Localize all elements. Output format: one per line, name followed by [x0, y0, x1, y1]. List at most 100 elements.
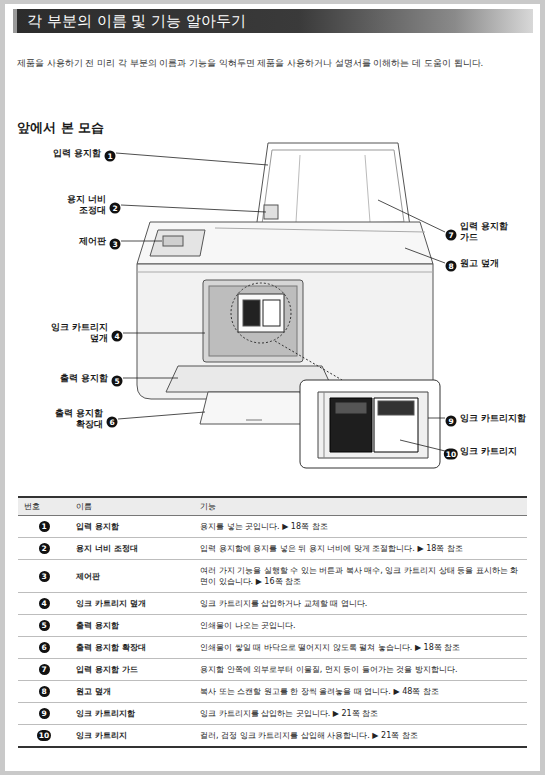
callout-number: 7 [39, 664, 50, 675]
table-cell: 8 [18, 681, 70, 703]
table-row: 7입력 용지함 가드용지함 안쪽에 외부로부터 이물질, 먼지 등이 들어가는 … [18, 659, 527, 681]
table-text: 용지 너비 조정대 [76, 544, 138, 553]
cartridge-carriage [238, 294, 284, 332]
table-cell: 10 [18, 725, 70, 748]
output-tray-extension [200, 392, 308, 424]
original-cover [137, 222, 433, 264]
printer-body [137, 264, 433, 399]
table-cell: 잉크 카트리지 덮개 [70, 593, 194, 615]
table-text: 제어판 [76, 572, 100, 581]
table-cell: 잉크 카트리지함 [70, 703, 194, 725]
callout-number: 2 [39, 543, 50, 554]
callout-number: 8 [39, 686, 50, 697]
callout-number: 6 [107, 410, 118, 429]
table-text: 용지함 안쪽에 외부로부터 이물질, 먼지 등이 들어가는 것을 방지합니다. [200, 665, 457, 674]
table-text: 입력 용지함에 용지를 넣은 뒤 용지 너비에 맞게 조절합니다. ▶ 18쪽 … [200, 544, 463, 553]
part-name: 원고 덮개 [460, 258, 499, 269]
table-cell: 잉크 카트리지를 삽입하거나 교체할 때 엽니다. [194, 593, 527, 615]
part-name: 입력 용지함 [53, 148, 101, 159]
table-text: 용지를 넣는 곳입니다. ▶ 18쪽 참조 [200, 522, 328, 531]
table-text: 입력 용지함 [76, 522, 119, 531]
table-text: 잉크 카트리지 [76, 731, 127, 740]
parts-table: 번호 이름 기능 1 입력 용지함 용지를 넣는 곳입니다. ▶ 18쪽 참조 2 용지 너비… [18, 496, 527, 748]
table-cell: 출력 용지함 [70, 615, 194, 637]
table-cell: 7 [18, 659, 70, 681]
table-row: 8 원고 덮개 복사 또는 스캔할 원고를 한 장씩 올려놓을 때 엽니다. ▶ 4… [18, 681, 527, 703]
table-cell: 이름 [70, 497, 194, 516]
callout-circle: 6 [107, 417, 118, 428]
table-text: 기능 [200, 502, 216, 511]
table-cell: 용지 너비 조정대 [70, 538, 194, 560]
table-text: 원고 덮개 [76, 687, 111, 696]
table-row: 1 입력 용지함 용지를 넣는 곳입니다. ▶ 18쪽 참조 [18, 516, 527, 538]
table-row: 3 제어판 여러 가지 기능을 실행할 수 있는 버튼과 복사 매수, 잉크 카트리… [18, 560, 527, 593]
table-cell: 인쇄물이 쌓일 때 바닥으로 떨어지지 않도록 펼쳐 놓습니다. ▶ 18쪽 참… [194, 637, 527, 659]
callout-circle: 9 [446, 416, 457, 427]
table-cell: 입력 용지함에 용지를 넣은 뒤 용지 너비에 맞게 조절합니다. ▶ 18쪽 … [194, 538, 527, 560]
input-tray [256, 143, 410, 229]
callout-number: 1 [39, 521, 50, 532]
part-name: 입력 용지함 가드 [460, 221, 510, 243]
part-name: 제어판 [79, 236, 106, 247]
part-name: 용지 너비 조정대 [60, 194, 106, 216]
table-cell: 제어판 [70, 560, 194, 593]
table-cell: 4 [18, 593, 70, 615]
table-cell: 컬러, 검정 잉크 카트리지를 삽입해 사용합니다. ▶ 21쪽 참조 [194, 725, 527, 748]
ink-cartridge-color [374, 398, 418, 452]
callout-circle: 1 [105, 151, 116, 162]
table-text: 컬러, 검정 잉크 카트리지를 삽입해 사용합니다. ▶ 21쪽 참조 [200, 731, 418, 740]
callout-circle: 8 [446, 261, 457, 272]
zoom-inset [300, 380, 440, 468]
table-cell: 용지를 넣는 곳입니다. ▶ 18쪽 참조 [194, 516, 527, 538]
cartridge-cover-opening [203, 280, 303, 362]
table-cell: 잉크 카트리지를 삽입하는 곳입니다. ▶ 21쪽 참조 [194, 703, 527, 725]
table-row: 5 출력 용지함 인쇄물이 나오는 곳입니다. [18, 615, 527, 637]
page-title: 각 부분의 이름 및 기능 알아두기 [27, 12, 246, 30]
table-row: 10 잉크 카트리지 컬러, 검정 잉크 카트리지를 삽입해 사용합니다. ▶ 21… [18, 725, 527, 748]
table-row: 9 잉크 카트리지함 잉크 카트리지를 삽입하는 곳입니다. ▶ 21쪽 참조 [18, 703, 527, 725]
page-panel: 각 부분의 이름 및 기능 알아두기제품을 사용하기 전 미리 각 부분의 이름… [5, 4, 540, 771]
table-cell: 출력 용지함 확장대 [70, 637, 194, 659]
callout-number: 6 [39, 642, 50, 653]
table-text: 이름 [76, 502, 92, 511]
callout-number: 5 [112, 369, 123, 388]
table-cell: 잉크 카트리지 [70, 725, 194, 748]
callout-number: 4 [39, 598, 50, 609]
callout-number: 4 [112, 324, 123, 343]
callout-number: 10 [444, 442, 458, 461]
callout-circle: 3 [110, 239, 121, 250]
callout-number: 9 [39, 708, 50, 719]
table-text: 여러 가지 기능을 실행할 수 있는 버튼과 복사 매수, 잉크 카트리지 상태… [200, 566, 518, 586]
table-text: 출력 용지함 [76, 621, 119, 630]
table-cell: 5 [18, 615, 70, 637]
part-name: 출력 용지함 확장대 [51, 408, 103, 430]
callout-circle: 2 [110, 203, 121, 214]
table-row: 6 출력 용지함 확장대 인쇄물이 쌓일 때 바닥으로 떨어지지 않도록 펼쳐 놓습… [18, 637, 527, 659]
table-cell: 2 [18, 538, 70, 560]
leader-lines [116, 153, 445, 451]
table-cell: 번호 [18, 497, 70, 516]
callout-circle: 4 [112, 331, 123, 342]
table-text: 잉크 카트리지함 [76, 709, 135, 718]
table-text: 출력 용지함 확장대 [76, 643, 146, 652]
callout-circle: 5 [112, 376, 123, 387]
callout-number: 1 [105, 144, 116, 163]
table-text: 인쇄물이 쌓일 때 바닥으로 떨어지지 않도록 펼쳐 놓습니다. ▶ 18쪽 참… [200, 643, 460, 652]
table-cell: 인쇄물이 나오는 곳입니다. [194, 615, 527, 637]
callout-number: 7 [446, 223, 457, 242]
intro-text: 제품을 사용하기 전 미리 각 부분의 이름과 기능을 익혀두면 제품을 사용하… [17, 56, 517, 70]
part-name: 잉크 카트리지함 [460, 413, 526, 424]
callout-number: 3 [39, 571, 50, 582]
table-text: 잉크 카트리지를 삽입하는 곳입니다. ▶ 21쪽 참조 [200, 709, 378, 718]
table-cell: 용지함 안쪽에 외부로부터 이물질, 먼지 등이 들어가는 것을 방지합니다. [194, 659, 527, 681]
ink-cartridge-black [330, 398, 372, 452]
table-cell: 6 [18, 637, 70, 659]
callout-number: 9 [446, 409, 457, 428]
table-cell: 여러 가지 기능을 실행할 수 있는 버튼과 복사 매수, 잉크 카트리지 상태… [194, 560, 527, 593]
callout-number: 5 [39, 620, 50, 631]
table-cell: 원고 덮개 [70, 681, 194, 703]
table-cell: 9 [18, 703, 70, 725]
table-row: 4 잉크 카트리지 덮개잉크 카트리지를 삽입하거나 교체할 때 엽니다. [18, 593, 527, 615]
table-text: 복사 또는 스캔할 원고를 한 장씩 올려놓을 때 엽니다. ▶ 48쪽 참조 [200, 687, 439, 696]
